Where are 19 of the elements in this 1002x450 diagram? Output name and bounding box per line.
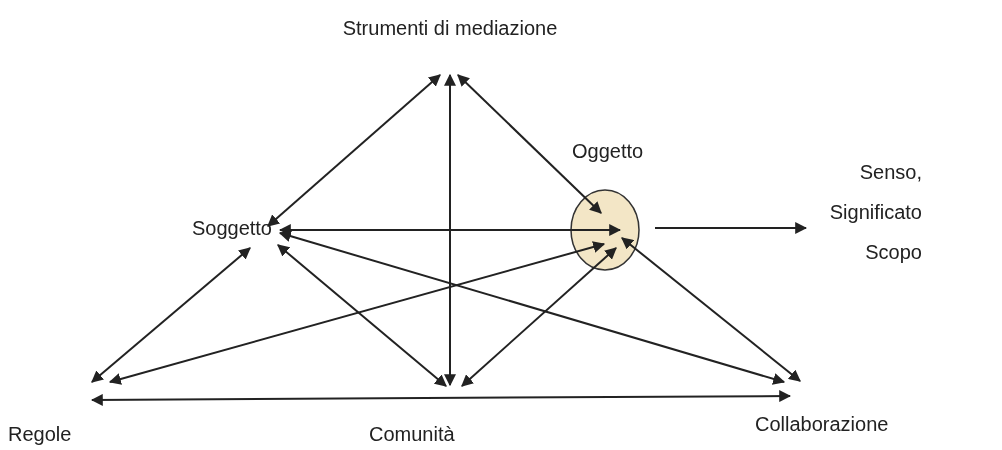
arrow (91, 247, 251, 383)
node-label: Comunità (365, 384, 475, 448)
arrow (267, 74, 441, 227)
arrow (90, 390, 792, 406)
arrow (461, 247, 617, 387)
node-label: Collaborazione (755, 374, 915, 438)
arrow (654, 222, 808, 234)
node-label: Soggetto (8, 216, 272, 248)
arrow (444, 73, 456, 387)
node-label: Oggetto (572, 139, 644, 163)
arrow (277, 244, 447, 387)
node-label: Regole (8, 376, 118, 448)
arrow (621, 237, 801, 382)
arrow (278, 224, 622, 236)
arrow (108, 241, 606, 385)
arrow (278, 230, 786, 385)
node-label: Strumenti di mediazione (285, 12, 615, 74)
node-label: Senso, Significato Scopo (810, 152, 922, 274)
arrow (457, 74, 602, 214)
